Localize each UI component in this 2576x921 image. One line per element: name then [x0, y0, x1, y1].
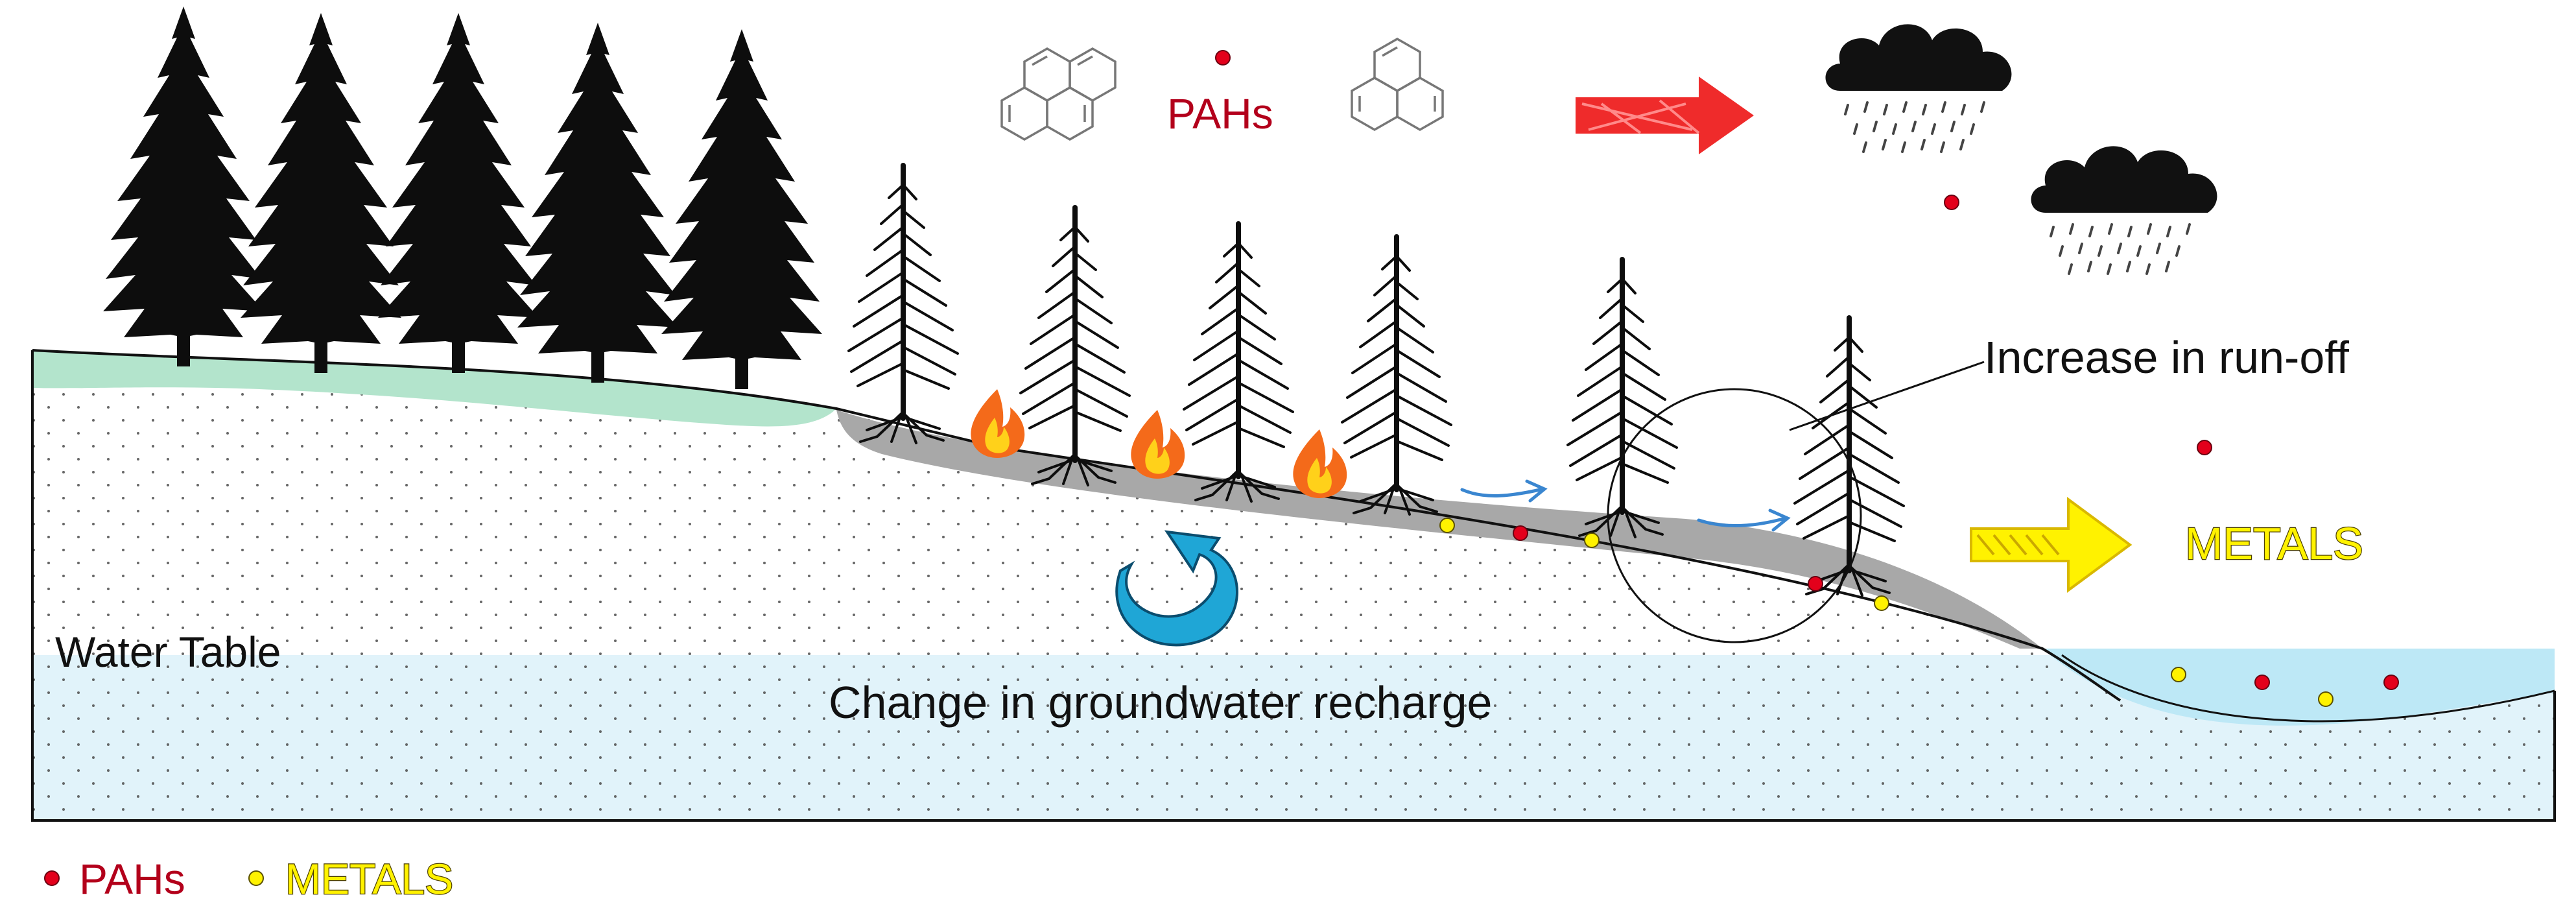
burnt-tree-icon [1568, 259, 1677, 537]
ground-surface-line [32, 349, 2121, 702]
pah-molecule-icon [1351, 37, 1444, 132]
legend-pahs-label: PAHs [79, 855, 185, 903]
burnt-tree-icon [1021, 208, 1129, 485]
pine-tree-icon [103, 6, 264, 366]
pine-tree-icon [661, 29, 822, 389]
runoff-callout-circle [1607, 388, 1862, 643]
legend: PAHs METALS [79, 854, 454, 904]
recharge-label: Change in groundwater recharge [829, 677, 1492, 728]
runoff-label: Increase in run-off [1984, 332, 2349, 383]
burnt-tree-icon [1342, 237, 1451, 514]
rain-cloud-icon [1824, 23, 2013, 153]
legend-metals-label: METALS [285, 855, 453, 903]
pah-dots [44, 50, 2399, 886]
water-table-label: Water Table [55, 628, 281, 676]
fire-icon [1293, 429, 1347, 498]
metals-label: METALS [2185, 518, 2363, 569]
rain-cloud-icon [2029, 145, 2219, 275]
burnt-tree-icon [849, 165, 958, 443]
pine-tree-icon [378, 13, 539, 373]
burnt-tree-icon [1184, 224, 1293, 501]
arrow-icon [1576, 77, 1754, 154]
pahs-label: PAHs [1167, 90, 1273, 138]
pah-molecule-icon [1000, 47, 1117, 141]
fire-icon [971, 389, 1025, 458]
lake [2042, 649, 2555, 726]
pine-tree-icon [241, 13, 401, 373]
fire-icon [1131, 410, 1185, 479]
arrow-icon [1970, 497, 2133, 593]
runoff-leader-line [1789, 361, 1985, 431]
green-soil-layer [32, 350, 836, 427]
recharge-arrow-icon [1115, 530, 1239, 647]
metal-dots [248, 518, 2334, 886]
arrow-icon [1460, 479, 1791, 532]
pine-tree-icon [517, 23, 678, 383]
diagram-frame [31, 350, 2556, 822]
